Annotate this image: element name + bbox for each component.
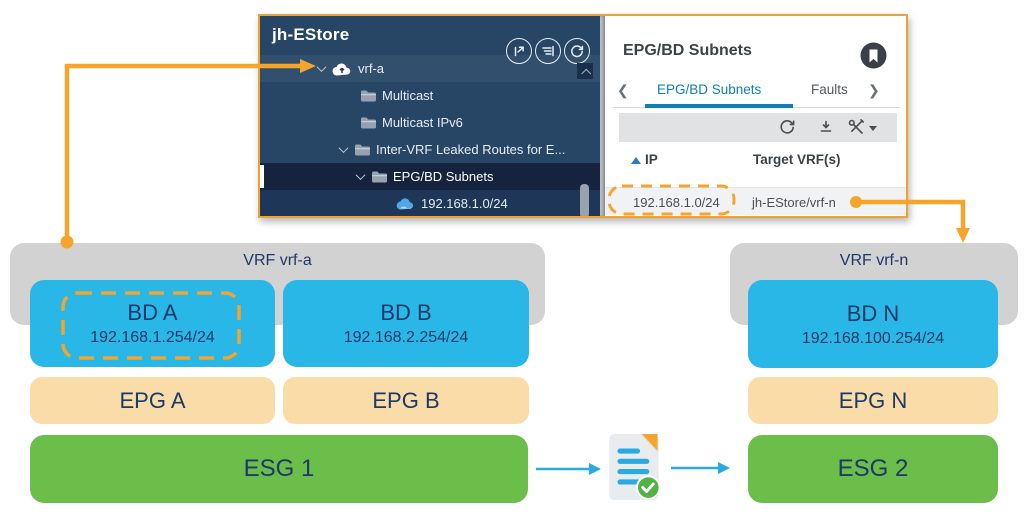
download-icon[interactable] xyxy=(817,118,835,141)
scroll-up-button[interactable] xyxy=(577,63,593,79)
tree-item-label: 192.168.1.0/24 xyxy=(421,196,508,211)
tree-panel-title: jh-EStore xyxy=(272,25,350,44)
esg-2-box: ESG 2 xyxy=(748,435,998,503)
promote-icon[interactable] xyxy=(506,38,532,64)
detail-panel: EPG/BD Subnets ❮ EPG/BD Subnets Faults ❯ xyxy=(605,16,906,216)
epg-a-box: EPG A xyxy=(30,377,275,424)
tree-item-subnet[interactable]: 192.168.1.0/24 xyxy=(260,190,600,216)
folder-icon xyxy=(355,144,370,156)
column-header-ip[interactable]: IP xyxy=(645,152,658,167)
folder-icon xyxy=(361,117,376,129)
tree: vrf-a Multicast Multicast IPv6 xyxy=(260,55,600,216)
bd-n-name: BD N xyxy=(846,300,900,326)
column-header-target-vrf[interactable]: Target VRF(s) xyxy=(753,152,841,167)
refresh-icon[interactable] xyxy=(779,118,797,141)
tree-item-label: vrf-a xyxy=(358,61,384,76)
selection-indicator xyxy=(260,165,264,188)
esg-1-label: ESG 1 xyxy=(243,455,315,482)
tree-item-multicast-ipv6[interactable]: Multicast IPv6 xyxy=(260,109,600,136)
tab-faults[interactable]: Faults xyxy=(811,82,848,97)
folder-icon xyxy=(372,171,387,183)
chevron-down-icon[interactable] xyxy=(355,170,366,181)
sort-ascending-icon[interactable] xyxy=(631,157,641,164)
epg-b-box: EPG B xyxy=(283,377,529,424)
bd-b-subnet: 192.168.2.254/24 xyxy=(343,329,469,346)
epg-n-label: EPG N xyxy=(838,387,908,413)
bookmark-icon[interactable] xyxy=(860,42,887,74)
tree-item-label: Multicast xyxy=(382,88,434,103)
esg-2-label: ESG 2 xyxy=(837,455,909,482)
arrow-contract-to-esg2 xyxy=(671,462,730,474)
vrf-a-label: VRF vrf-a xyxy=(243,252,312,269)
tree-panel: jh-EStore vrf-a xyxy=(260,16,600,216)
active-tab-underline xyxy=(645,104,793,108)
cloud-blue-icon xyxy=(396,198,414,210)
bd-b-name: BD B xyxy=(380,300,432,325)
bd-b-box: BD B 192.168.2.254/24 xyxy=(283,280,529,367)
bd-a-name: BD A xyxy=(127,300,178,325)
tree-item-vrf-a[interactable]: vrf-a xyxy=(260,55,600,82)
tab-epg-bd-subnets[interactable]: EPG/BD Subnets xyxy=(657,82,762,97)
chevron-down-icon[interactable] xyxy=(338,143,349,154)
esg-1-box: ESG 1 xyxy=(30,435,528,503)
table-toolbar xyxy=(619,113,897,142)
detail-panel-title: EPG/BD Subnets xyxy=(623,42,752,59)
folder-icon xyxy=(361,90,376,102)
tools-icon[interactable] xyxy=(847,118,867,141)
cell-target-vrf: jh-EStore/vrf-n xyxy=(752,195,836,210)
scrollbar-thumb[interactable] xyxy=(580,184,589,216)
filter-lines-icon[interactable] xyxy=(535,38,561,64)
apic-screenshot: jh-EStore vrf-a xyxy=(258,14,908,218)
bd-n-subnet: 192.168.100.254/24 xyxy=(801,329,945,347)
epg-a-label: EPG A xyxy=(119,387,186,413)
table-row[interactable]: 192.168.1.0/24 jh-EStore/vrf-n xyxy=(605,187,906,215)
epg-n-box: EPG N xyxy=(748,377,998,424)
tree-item-label: EPG/BD Subnets xyxy=(393,169,494,184)
bd-a-subnet: 192.168.1.254/24 xyxy=(90,329,215,346)
bd-n-box: BD N 192.168.100.254/24 xyxy=(748,280,998,368)
tree-item-label: Inter-VRF Leaked Routes for E... xyxy=(376,142,566,157)
tree-item-inter-vrf[interactable]: Inter-VRF Leaked Routes for E... xyxy=(260,136,600,163)
tab-scroll-right-icon[interactable]: ❯ xyxy=(868,82,880,98)
tree-item-label: Multicast IPv6 xyxy=(382,115,463,130)
epg-b-label: EPG B xyxy=(372,387,440,413)
tools-caret-icon[interactable] xyxy=(869,126,877,131)
contract-document-icon xyxy=(606,433,668,508)
chevron-down-icon[interactable] xyxy=(316,62,327,73)
bd-a-box: BD A 192.168.1.254/24 xyxy=(30,280,275,367)
cell-ip: 192.168.1.0/24 xyxy=(633,195,720,210)
cloud-up-icon xyxy=(332,63,351,76)
vrf-n-label: VRF vrf-n xyxy=(839,252,909,269)
tab-scroll-left-icon[interactable]: ❮ xyxy=(617,82,629,98)
tree-item-multicast[interactable]: Multicast xyxy=(260,82,600,109)
panel-divider xyxy=(600,16,605,216)
tree-item-epg-bd-subnets[interactable]: EPG/BD Subnets xyxy=(260,163,600,190)
arrow-esg1-to-contract xyxy=(536,463,601,475)
